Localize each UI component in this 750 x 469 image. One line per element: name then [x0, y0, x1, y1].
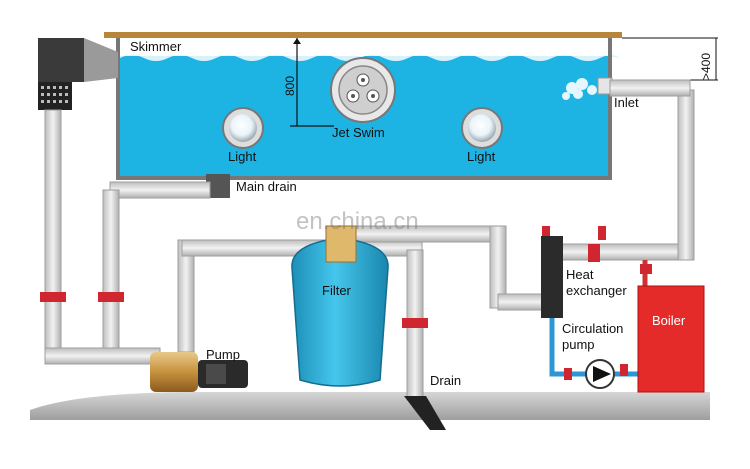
jet-swim-unit	[330, 57, 396, 123]
pool-light-left	[222, 107, 264, 149]
circulation-label-line1: Circulation	[562, 321, 624, 336]
circulation-loop	[549, 316, 650, 377]
skimmer-label: Skimmer	[130, 39, 182, 54]
heat-exchanger-label-line1: Heat	[566, 267, 594, 282]
depth-dimension: 800	[283, 75, 297, 96]
heat-exchanger-label-line2: exchanger	[566, 283, 627, 298]
ground	[30, 392, 710, 420]
jet-swim-label: Jet Swim	[332, 125, 385, 140]
pool-deck	[104, 32, 622, 38]
drain-outlet	[404, 396, 446, 430]
inlet-label: Inlet	[614, 95, 639, 110]
boiler-label: Boiler	[652, 313, 686, 328]
height-dimension: >400	[699, 52, 713, 80]
pump-label: Pump	[206, 347, 240, 362]
inlet-spray	[562, 78, 597, 100]
pool-light-right	[461, 107, 503, 149]
watermark: en.china.cn	[296, 208, 419, 235]
valves	[40, 226, 652, 380]
skimmer-box	[38, 38, 84, 82]
light-left-label: Light	[228, 149, 257, 164]
main-drain-label: Main drain	[236, 179, 297, 194]
heat-exchanger	[541, 236, 563, 318]
filter-tank	[291, 225, 389, 387]
water-surface	[120, 55, 620, 61]
pool-wall	[116, 38, 612, 180]
drain-label: Drain	[430, 373, 462, 388]
light-right-label: Light	[467, 149, 496, 164]
boiler	[637, 285, 705, 393]
filter-label: Filter	[322, 283, 351, 298]
pump-unit	[150, 352, 248, 392]
circulation-label-line2: pump	[562, 337, 595, 352]
